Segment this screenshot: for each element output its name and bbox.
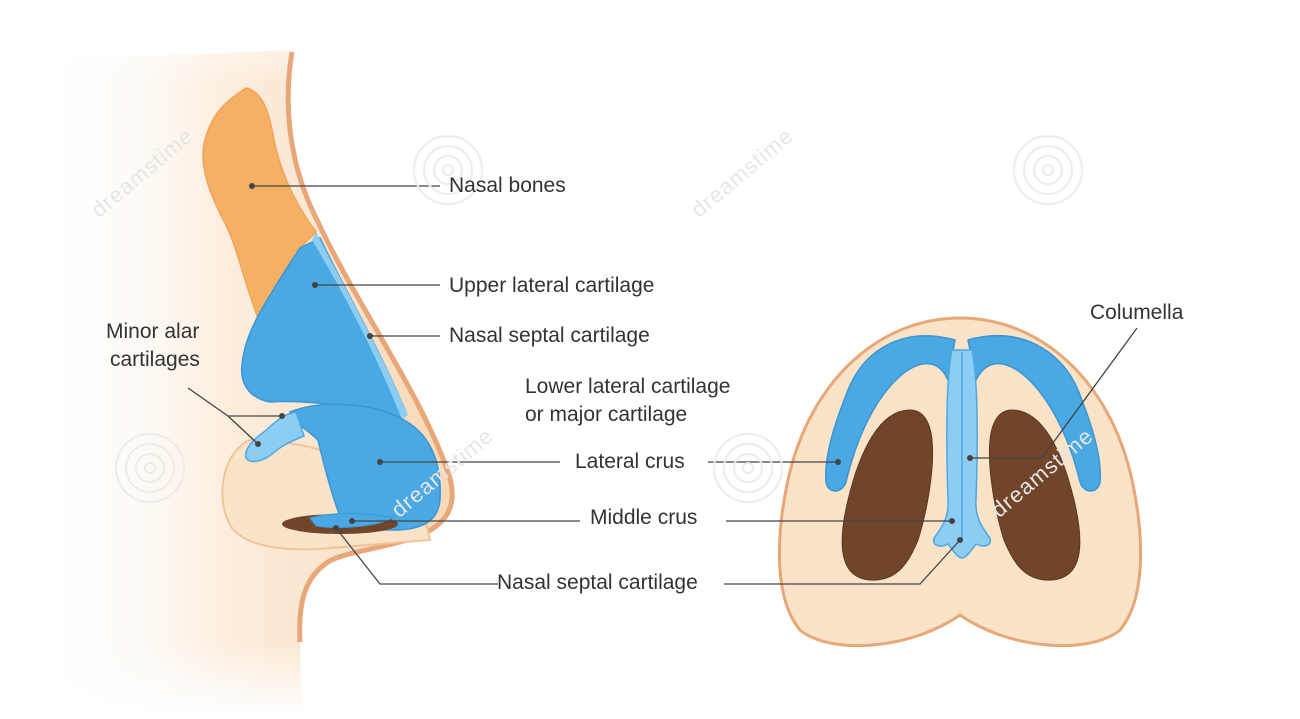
spiral-watermark-icon — [115, 135, 1083, 503]
leader-dots — [249, 183, 973, 543]
base-view — [777, 316, 1143, 648]
left-lateral-crus — [824, 335, 956, 492]
label-lower-lateral-line1: Lower lateral cartilage — [525, 375, 731, 398]
left-nostril-cavity — [841, 409, 934, 581]
leader-septal-bottom-right — [724, 539, 961, 585]
leader-septal-bottom-left — [335, 527, 498, 585]
label-minor-alar-line2: cartilages — [110, 348, 200, 371]
label-lower-lateral-line2: or major cartilage — [525, 403, 688, 426]
leader-minor-alar-2 — [227, 415, 259, 445]
label-columella: Columella — [1090, 301, 1184, 324]
lower-lateral-cartilage-shape — [288, 403, 441, 531]
right-nostril-cavity — [988, 409, 1081, 581]
label-lateral-crus: Lateral crus — [575, 450, 685, 473]
minor-alar-cartilage-shape — [244, 411, 305, 463]
label-nasal-septal-cartilage-bottom: Nasal septal cartilage — [497, 571, 698, 594]
leader-columella — [970, 327, 1138, 459]
label-minor-alar-line1: Minor alar — [106, 320, 200, 343]
right-lateral-crus — [967, 335, 1102, 492]
side-profile — [0, 0, 455, 714]
nasal-bone-shape — [202, 87, 317, 320]
label-upper-lateral-cartilage: Upper lateral cartilage — [449, 274, 655, 297]
label-nasal-septal-cartilage-top: Nasal septal cartilage — [449, 324, 650, 347]
leader-lines — [187, 185, 1138, 585]
label-middle-crus: Middle crus — [590, 506, 698, 529]
septal-cartilage-strip — [312, 232, 408, 420]
label-nasal-bones: Nasal bones — [449, 174, 566, 197]
